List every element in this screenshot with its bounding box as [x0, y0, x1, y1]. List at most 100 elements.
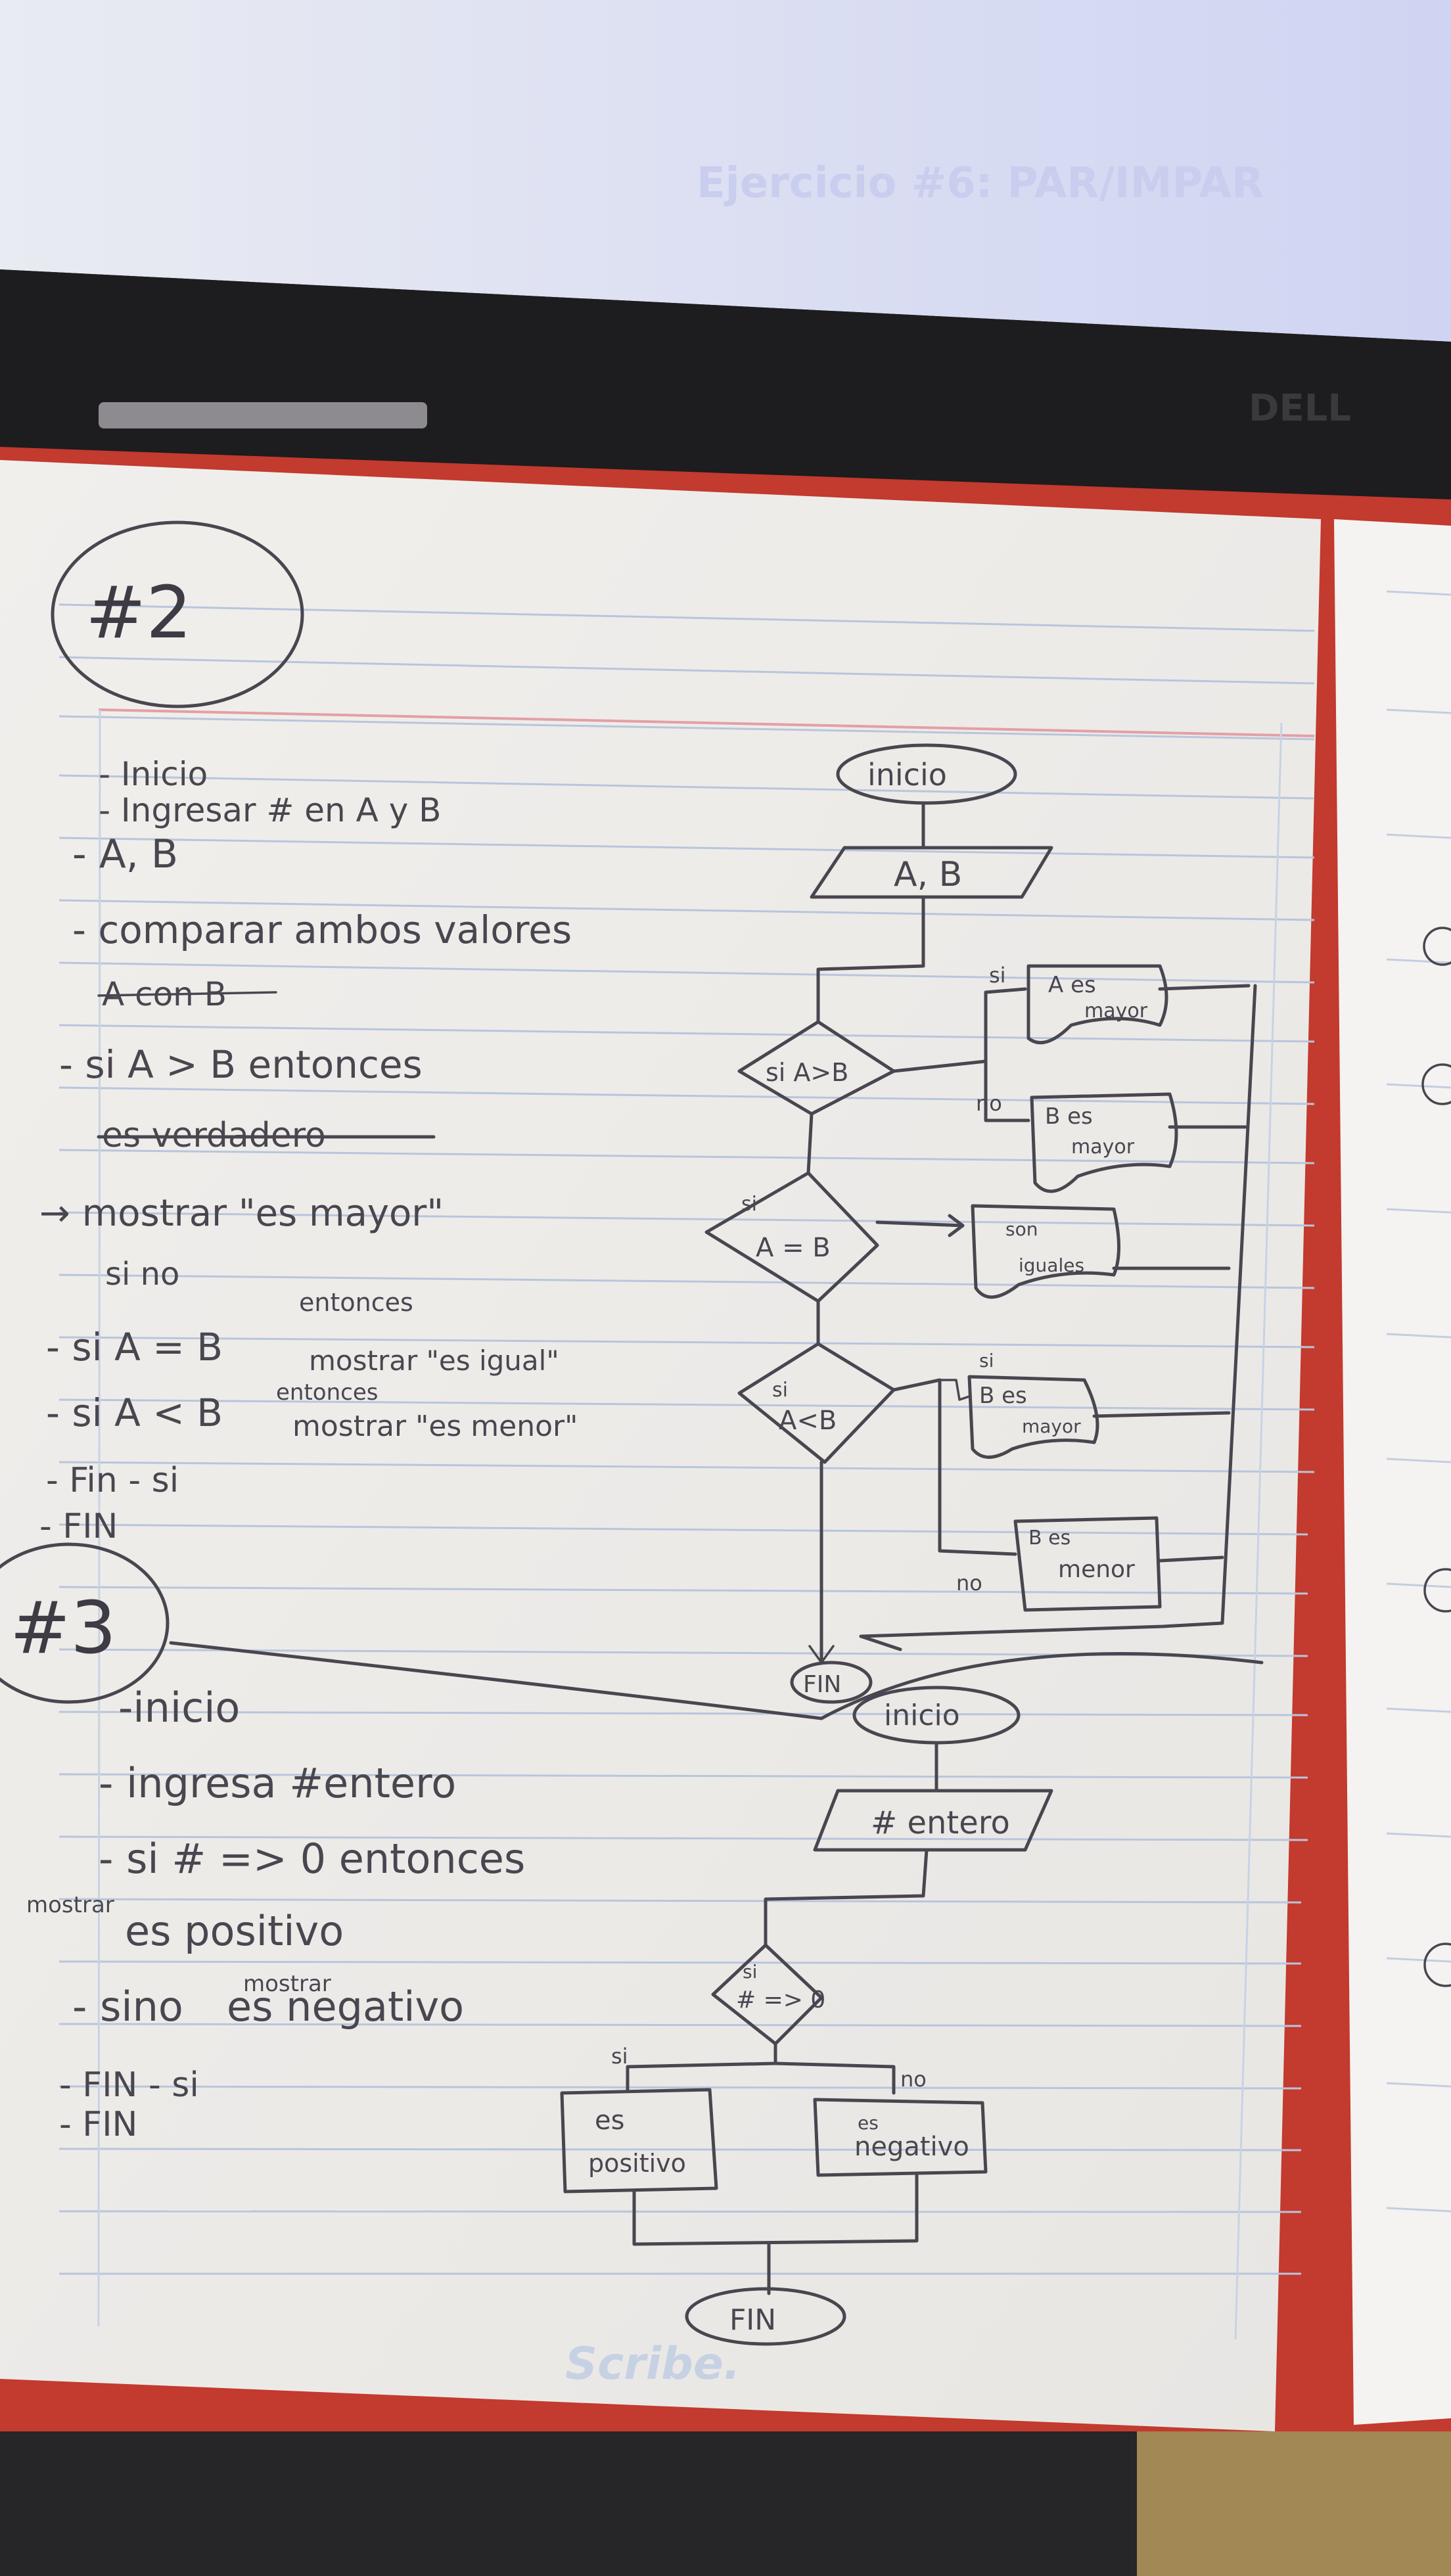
margin-line-left [97, 709, 101, 2327]
fc2-output-2 [1030, 1092, 1178, 1193]
right-mark-circle [1423, 1943, 1451, 1987]
fc3-output-positive-line1: es [595, 2105, 624, 2136]
fc3-input-label: # entero [871, 1805, 1010, 1841]
fc2-decision-1-label: si A>B [766, 1058, 848, 1087]
fc2-output-2-line2: mayor [1071, 1136, 1135, 1159]
p3-step: es positivo [125, 1907, 344, 1955]
fc2-decision-3-label: A<B [779, 1406, 837, 1436]
p3-step: - sino [72, 1983, 183, 2031]
fc2-end-terminal [790, 1661, 873, 1704]
p3-step-note: mostrar [243, 1971, 331, 1997]
p2-step-note: entonces [276, 1379, 378, 1406]
p2-step: - si A = B [46, 1325, 223, 1369]
fc3-end-label: FIN [729, 2303, 776, 2337]
arrowhead [948, 1214, 965, 1237]
margin-line-right [1234, 722, 1283, 2340]
fc3-output-positive [560, 2088, 718, 2194]
fc2-output-5-line2: menor [1058, 1556, 1135, 1583]
fc2-output-4 [967, 1375, 1099, 1459]
problem3-label: #3 [10, 1586, 116, 1670]
problem3-header: #3 [0, 1542, 170, 1704]
fc2-output-1 [1026, 964, 1168, 1045]
right-mark-circle [1423, 1568, 1451, 1613]
p2-step: → mostrar "es mayor" [39, 1192, 444, 1235]
problem2-circle [51, 520, 304, 708]
p3-step: -inicio [118, 1684, 240, 1732]
p3-step: - si # => 0 entonces [99, 1835, 525, 1883]
fc3-input-parallelogram [813, 1789, 1053, 1852]
fc3-end-terminal [685, 2287, 846, 2346]
p2-step: mostrar "es menor" [292, 1410, 578, 1443]
connector [984, 1059, 1030, 1122]
connector [816, 895, 925, 1024]
fc2-output-3 [971, 1204, 1120, 1299]
connector [806, 1112, 814, 1175]
right-mark-circle [1421, 1063, 1451, 1105]
connector [764, 1848, 929, 1947]
monitor-brand-logo: DELL [1249, 387, 1351, 430]
right-page [1334, 519, 1451, 2425]
fc2-yes-1: si [989, 963, 1006, 988]
fc3-output-negative [813, 2098, 988, 2177]
connector [875, 1220, 965, 1228]
fc2-no-3: no [956, 1571, 982, 1596]
connector [773, 2061, 896, 2095]
connector [1092, 1411, 1231, 1418]
p3-step: - ingresa #entero [99, 1759, 456, 1807]
fc3-decision-label: # => 0 [736, 1987, 825, 2013]
p2-step: mostrar "es igual" [309, 1345, 559, 1377]
fc3-no: no [900, 2067, 927, 2092]
p2-step: - Fin - si [46, 1461, 179, 1500]
p3-step: - FIN [59, 2105, 137, 2144]
p2-step: - A, B [72, 831, 178, 877]
p2-step: - Inicio [99, 755, 208, 793]
p2-step: - Ingresar # en A y B [99, 791, 441, 829]
problem2-header: #2 [51, 520, 304, 708]
connector [938, 1379, 971, 1401]
fc2-output-1-line1: A es [1048, 972, 1096, 998]
monitor-title: Ejercicio #6: PAR/IMPAR [697, 159, 1264, 208]
connector [892, 987, 1027, 1073]
fc2-output-2-line1: B es [1045, 1103, 1093, 1130]
p3-step: - FIN - si [59, 2065, 199, 2105]
right-page-rules [1386, 590, 1451, 2213]
problem3-circle [0, 1542, 170, 1704]
fc2-start-terminal [836, 743, 1017, 805]
problem2-steps: - Inicio - Ingresar # en A y B - A, B - … [39, 755, 578, 1546]
fc2-right-collector [859, 984, 1257, 1651]
fc2-output-5-line1: B es [1028, 1527, 1071, 1550]
fc2-output-3-line1: son [1005, 1218, 1038, 1240]
connector [892, 1378, 1017, 1556]
monitor: Ejercicio #6: PAR/IMPAR DELL [0, 0, 1451, 513]
section-divider-line [169, 1641, 1264, 1720]
fc2-start-label: inicio [867, 757, 947, 793]
monitor-bezel-strip [99, 402, 427, 428]
p3-step-note: mostrar [26, 1892, 114, 1918]
p2-step: - si A > B entonces [59, 1042, 423, 1087]
connector [1158, 984, 1251, 991]
p2-step: si no [105, 1256, 179, 1293]
fc2-decision-3 [737, 1342, 896, 1464]
fc2-input-label: A, B [894, 855, 962, 894]
p2-step-note: entonces [299, 1288, 413, 1317]
monitor-bezel [0, 269, 1451, 513]
fc3-output-negative-line2: negativo [854, 2132, 969, 2162]
p2-step: - si A < B [46, 1391, 223, 1435]
fc2-output-1-line2: mayor [1084, 1000, 1148, 1023]
right-page-marks [1421, 927, 1451, 1987]
fc2-output-4-line2: mayor [1022, 1415, 1081, 1437]
monitor-screen [0, 0, 1451, 342]
margin-line-red [98, 708, 1315, 737]
problem2-flowchart: inicio A, B si A>B si no A es mayor B es… [704, 743, 1257, 1704]
fc2-output-5 [1013, 1516, 1162, 1612]
problem3-flowchart: inicio # entero si # => 0 si no es posit… [560, 1686, 1053, 2346]
fc3-yes: si [611, 2044, 628, 2069]
fc2-end-label: FIN [803, 1671, 841, 1698]
notebook-brand: Scribe. [565, 2338, 741, 2390]
desk-wood [1137, 2431, 1451, 2576]
connector [626, 2042, 777, 2092]
p2-step: - FIN [39, 1507, 118, 1546]
p3-step: es negativo [227, 1983, 464, 2031]
fc3-output-negative-line1: es [858, 2112, 879, 2134]
